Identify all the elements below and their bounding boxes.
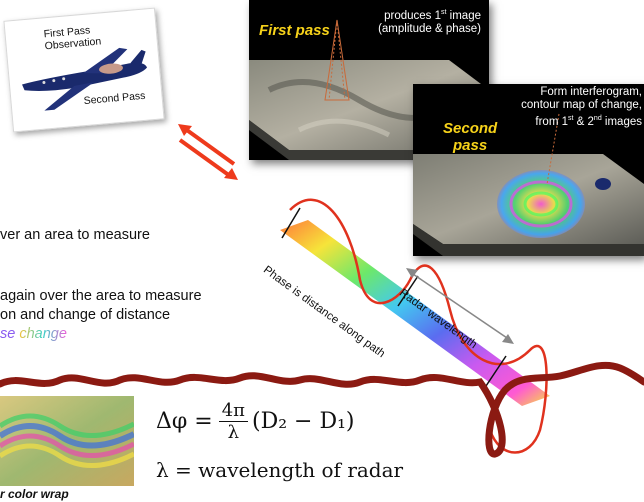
caption2-line-2: contour map of change, [521,99,642,111]
radar-wave [289,198,548,454]
caption2-sup-a: st [568,115,574,122]
double-arrow-icon [178,124,238,180]
airplane-observation-card: First Pass Observation Second Pass [3,7,165,133]
caption2-line-3b: & 2 [573,115,594,128]
bullet-line-1: ver an area to measure [0,227,150,243]
first-pass-title: First pass [259,22,330,39]
caption-sup: st [441,9,447,16]
caption-line-2: (amplitude & phase) [378,22,481,35]
tick-mark [397,275,419,307]
equation-fraction: 4π λ [218,400,249,443]
equation-numerator: 4π [218,400,249,422]
equation-lhs: Δφ = [156,409,213,434]
caption-text-end: image [446,9,481,22]
bullet-line-2: again over the area to measure [0,288,202,304]
airplane-icon [22,47,148,111]
phase-change-word: change [19,326,67,342]
interferogram-thumbnail [0,396,134,486]
equation-denominator: λ [227,422,240,443]
second-pass-panel: Second pass Form interferogram, contour … [413,84,644,256]
second-pass-title: Second pass [443,120,497,154]
second-title-line-2: pass [452,137,488,154]
tick-mark [485,355,507,387]
bullet-line-4: se change [0,326,67,342]
equation-paren-term: (D₂ − D₁) [252,409,355,434]
caption2-line-1: Form interferogram, [540,86,642,98]
second-title-line-1: Second [443,120,498,137]
terrain-image-2 [413,113,644,256]
caption2-line-3c: images [601,115,642,128]
radar-wave-diagram [280,198,550,454]
caption2-sup-b: nd [593,115,602,122]
bullet-line-3: on and change of distance [0,307,171,323]
tick-mark [281,207,301,239]
second-pass-caption: Form interferogram, contour map of chang… [521,86,642,129]
first-pass-caption: produces 1st image (amplitude & phase) [378,6,481,36]
color-wrap-caption: r color wrap [0,487,69,501]
lambda-definition: λ = wavelength of radar [156,458,404,482]
wavelength-arrow [409,271,511,341]
caption-text: produces 1 [384,9,442,22]
bullet-line-4a: se [0,326,20,342]
ground-surface [0,361,644,458]
phase-equation: Δφ = 4π λ (D₂ − D₁) [156,400,355,443]
caption2-line-3a: from 1 [535,115,568,128]
